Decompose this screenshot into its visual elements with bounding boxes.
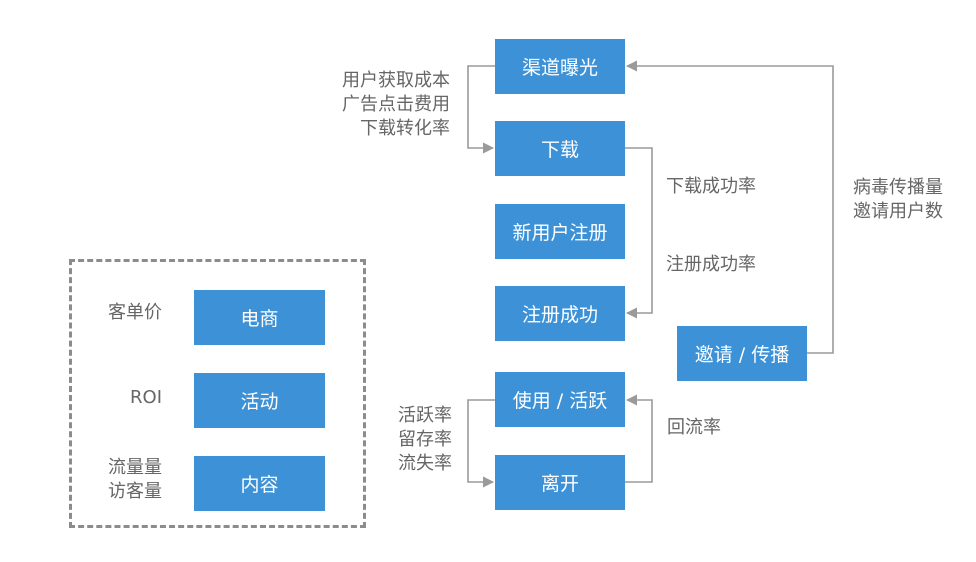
arrow-leave-to-active <box>625 394 653 483</box>
acquisition-metric: 广告点击费用 <box>342 94 450 115</box>
viral-metric: 邀请用户数 <box>853 201 943 222</box>
download-success-rate-label: 下载成功率 <box>666 176 756 197</box>
content-box: 内容 <box>194 456 325 511</box>
acquisition-metrics: 用户获取成本 广告点击费用 下载转化率 <box>318 69 450 141</box>
return-rate-label: 回流率 <box>667 417 721 438</box>
arrow-invite-to-exposure <box>625 60 834 354</box>
viral-metrics: 病毒传播量 邀请用户数 <box>853 176 943 224</box>
business-metric-label: 流量量 访客量 <box>82 456 162 504</box>
retention-metric: 流失率 <box>398 453 452 474</box>
metric-line: 访客量 <box>108 481 162 502</box>
channel-exposure-box: 渠道曝光 <box>495 39 625 94</box>
retention-metric: 活跃率 <box>398 405 452 426</box>
use-active-box: 使用 / 活跃 <box>495 372 625 427</box>
invite-share-box: 邀请 / 传播 <box>677 326 807 381</box>
activity-box: 活动 <box>194 373 325 428</box>
business-metric-label: ROI <box>82 386 162 410</box>
new-user-register-box: 新用户注册 <box>495 204 625 259</box>
arrow-download-to-register-success <box>625 147 653 319</box>
retention-metric: 留存率 <box>398 429 452 450</box>
metric-line: ROI <box>130 387 162 408</box>
metric-line: 客单价 <box>108 302 162 323</box>
acquisition-metric: 用户获取成本 <box>342 70 450 91</box>
business-metric-label: 客单价 <box>82 301 162 325</box>
ecommerce-box: 电商 <box>194 290 325 345</box>
register-success-box: 注册成功 <box>495 286 625 341</box>
register-success-rate-label: 注册成功率 <box>666 254 756 275</box>
download-box: 下载 <box>495 121 625 176</box>
arrow-exposure-to-download <box>467 65 495 154</box>
metric-line: 流量量 <box>108 457 162 478</box>
retention-metrics: 活跃率 留存率 流失率 <box>370 404 452 476</box>
leave-box: 离开 <box>495 455 625 510</box>
arrow-active-to-leave <box>467 399 495 488</box>
viral-metric: 病毒传播量 <box>853 177 943 198</box>
business-metrics-group <box>69 259 366 528</box>
acquisition-metric: 下载转化率 <box>360 118 450 139</box>
